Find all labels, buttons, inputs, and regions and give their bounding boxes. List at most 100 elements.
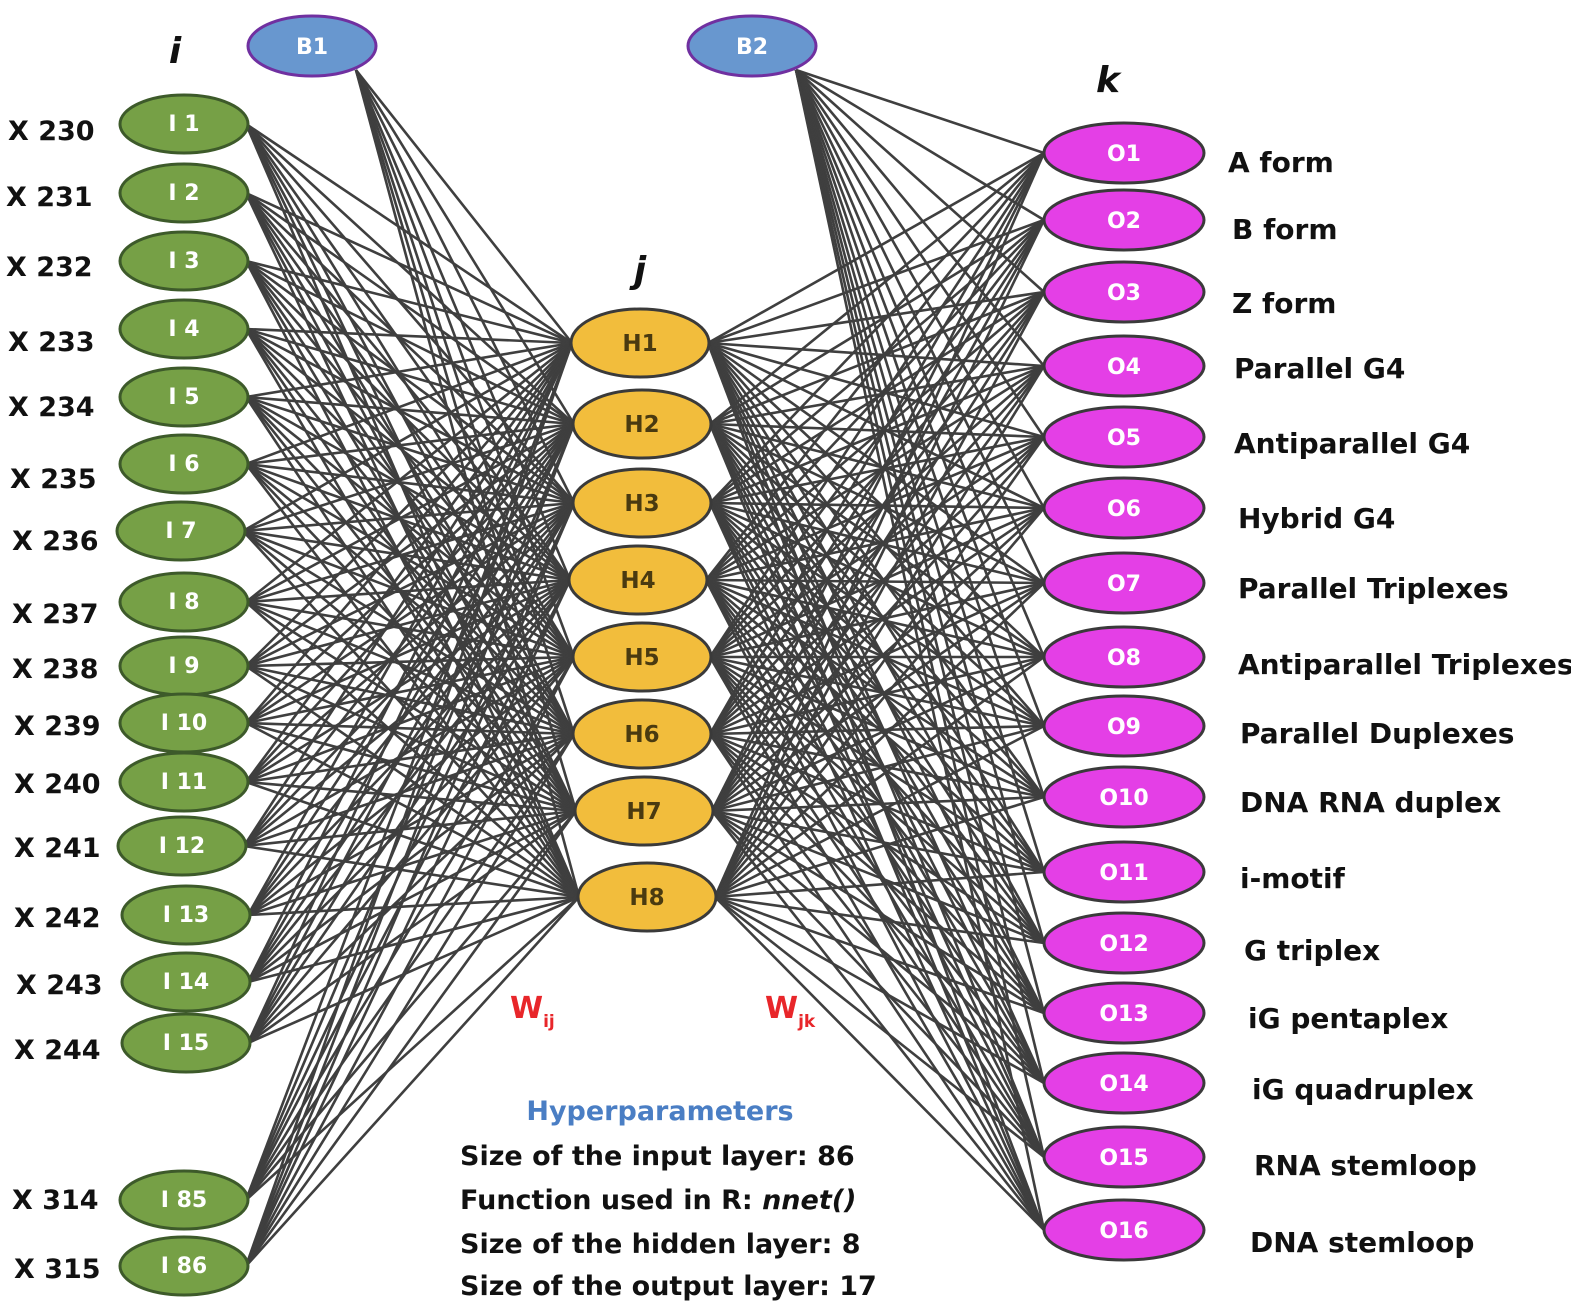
input-node: I 14X 243 xyxy=(16,951,252,1013)
hyperparameter-line: Size of the hidden layer: 8 xyxy=(460,1229,861,1260)
hyperparameters-title: Hyperparameters xyxy=(526,1096,793,1127)
edge-input-hidden xyxy=(242,422,575,533)
edge-hidden-output xyxy=(709,655,1045,736)
edge-hidden-output xyxy=(709,724,1045,736)
input-node-label: I 13 xyxy=(163,903,209,928)
edge-input-hidden xyxy=(247,895,580,984)
hidden-node-shape xyxy=(571,467,713,539)
edge-input-hidden xyxy=(242,341,573,533)
edge-input-hidden xyxy=(244,810,578,1267)
output-node-shape xyxy=(1042,625,1206,689)
hidden-node-h1: H1 xyxy=(569,307,711,379)
edge-input-hidden xyxy=(245,260,571,581)
input-node-shape xyxy=(118,751,250,813)
hidden-node-label: H7 xyxy=(626,799,661,825)
edge-input-hidden xyxy=(245,600,577,813)
edge-bias-output xyxy=(794,69,1046,1158)
edge-input-hidden xyxy=(245,327,575,426)
hidden-node-shape xyxy=(571,621,713,693)
edge-input-hidden xyxy=(245,721,575,736)
output-class-label: Antiparallel G4 xyxy=(1234,427,1470,460)
bias-node-label: B1 xyxy=(296,35,328,60)
edge-hidden-output xyxy=(714,795,1045,899)
edge-bias-hidden xyxy=(354,69,576,658)
input-node-shape xyxy=(118,230,250,292)
input-feature-label: X 231 xyxy=(6,182,93,213)
edge-bias-output xyxy=(795,68,1045,155)
edge-hidden-output xyxy=(711,809,1045,1015)
edge-input-hidden xyxy=(246,579,572,983)
input-node-shape xyxy=(118,571,250,633)
output-class-label: Z form xyxy=(1232,287,1336,320)
edge-hidden-output xyxy=(709,581,1045,736)
output-node-shape xyxy=(1042,1198,1206,1262)
input-node: I 2X 231 xyxy=(6,162,250,224)
edge-hidden-output xyxy=(708,423,1046,1231)
input-node-label: I 15 xyxy=(163,1031,209,1056)
input-feature-label: X 239 xyxy=(14,711,101,742)
edge-hidden-output xyxy=(714,895,1045,945)
edge-input-hidden xyxy=(244,342,574,1267)
input-node-label: I 10 xyxy=(161,711,207,736)
edge-hidden-output xyxy=(709,436,1045,735)
input-node-shape xyxy=(118,433,250,495)
input-node: I 6X 235 xyxy=(10,433,250,495)
hidden-node-h4: H4 xyxy=(567,544,709,616)
input-node: I 85X 314 xyxy=(12,1169,250,1231)
edge-input-hidden xyxy=(245,896,580,1267)
bias-node-shape xyxy=(686,14,818,78)
input-feature-label: X 315 xyxy=(14,1254,101,1285)
hidden-node-label: H8 xyxy=(629,885,664,911)
input-node-label: I 1 xyxy=(168,112,199,137)
edge-hidden-output xyxy=(705,578,1045,728)
edge-input-hidden xyxy=(245,341,573,399)
hidden-node-label: H1 xyxy=(622,331,657,357)
input-node-label: I 86 xyxy=(161,1254,207,1279)
edge-hidden-output xyxy=(706,342,1046,1084)
edge-input-hidden xyxy=(245,192,571,581)
edge-hidden-output xyxy=(709,422,1045,585)
edge-bias-output xyxy=(794,69,1046,1084)
input-node-label: I 6 xyxy=(168,452,199,477)
input-node-label: I 9 xyxy=(168,654,199,679)
edge-input-hidden xyxy=(244,328,581,898)
output-node-label: O12 xyxy=(1099,932,1148,957)
input-feature-label: X 241 xyxy=(14,833,101,864)
hidden-node-shape xyxy=(571,698,713,770)
output-node-shape xyxy=(1042,405,1206,469)
edge-input-hidden xyxy=(244,260,576,735)
edge-hidden-output xyxy=(708,502,1046,1158)
edge-input-hidden xyxy=(245,578,571,725)
edge-input-hidden xyxy=(246,502,576,983)
edge-input-hidden xyxy=(244,192,581,898)
edge-hidden-output xyxy=(713,291,1046,898)
hidden-node-h3: H3 xyxy=(571,467,713,539)
connection-edges xyxy=(242,68,1046,1267)
edge-bias-output xyxy=(794,69,1046,438)
edge-input-hidden xyxy=(247,733,575,1044)
edge-hidden-output xyxy=(707,341,1045,585)
edge-bias-hidden xyxy=(354,69,578,812)
edge-hidden-output xyxy=(706,342,1046,798)
edge-hidden-output xyxy=(709,506,1045,736)
edge-input-hidden xyxy=(246,342,574,983)
edge-input-hidden xyxy=(244,502,576,1267)
edge-input-hidden xyxy=(246,342,574,1044)
output-node-shape xyxy=(1042,765,1206,829)
edge-input-hidden xyxy=(246,423,576,983)
bias-node-b1: B1 xyxy=(246,14,378,78)
input-node-shape xyxy=(118,93,250,155)
edge-bias-output xyxy=(795,69,1045,293)
edge-input-hidden xyxy=(246,342,574,916)
output-node-shape xyxy=(1042,840,1206,904)
edge-hidden-output xyxy=(709,506,1045,659)
input-node: I 8X 237 xyxy=(12,571,250,633)
edge-hidden-output xyxy=(709,655,1045,799)
edge-hidden-output xyxy=(710,365,1046,812)
edge-input-hidden xyxy=(245,664,580,899)
hyperparameter-line: Size of the input layer: 86 xyxy=(460,1141,855,1172)
input-feature-label: X 233 xyxy=(8,327,95,358)
output-class-label: DNA RNA duplex xyxy=(1240,786,1501,819)
edge-hidden-output xyxy=(706,342,1046,1014)
